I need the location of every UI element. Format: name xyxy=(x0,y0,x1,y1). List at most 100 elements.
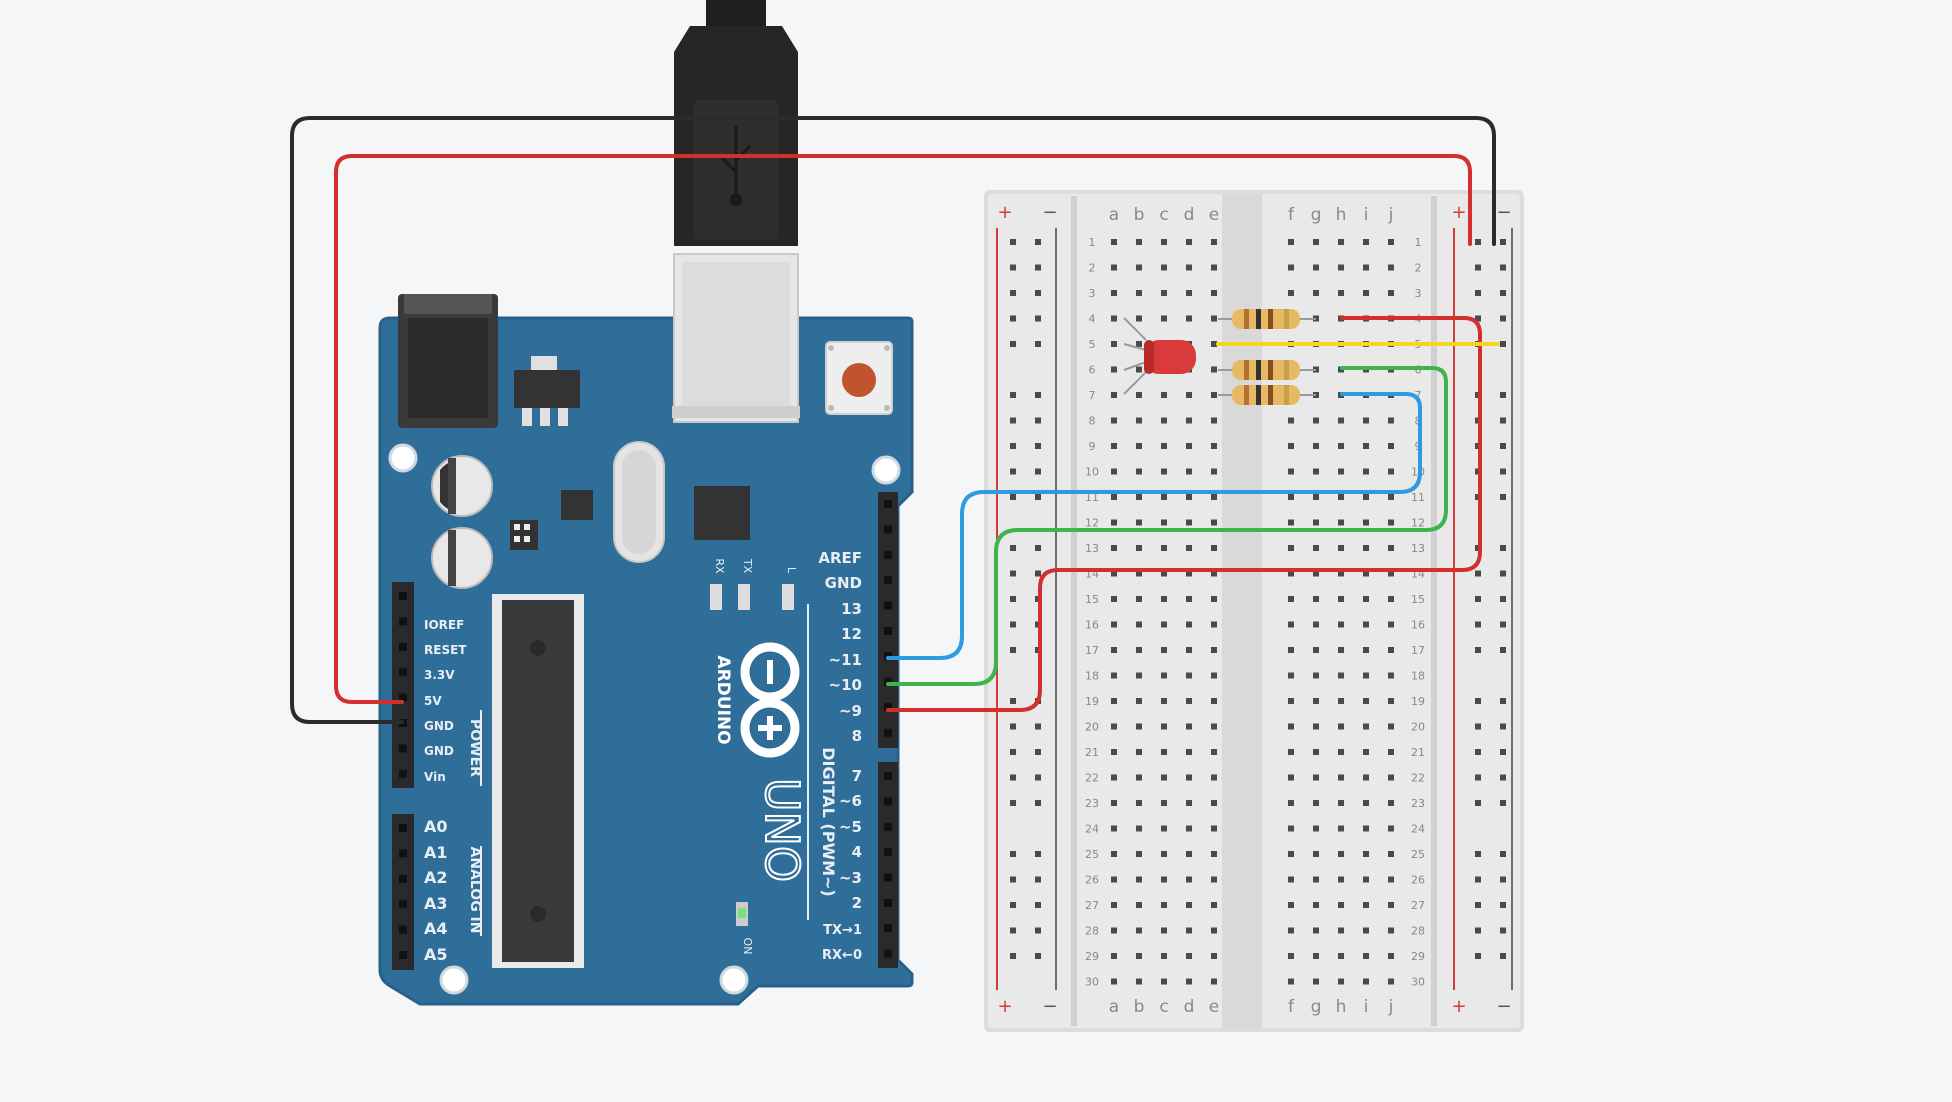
header-pin[interactable] xyxy=(399,744,407,753)
breadboard-hole[interactable] xyxy=(1338,494,1344,500)
breadboard-hole[interactable] xyxy=(1136,596,1142,602)
breadboard-hole[interactable] xyxy=(1211,417,1217,424)
rail-hole[interactable] xyxy=(1010,723,1016,730)
breadboard-hole[interactable] xyxy=(1388,698,1394,704)
breadboard-hole[interactable] xyxy=(1186,315,1192,322)
breadboard-hole[interactable] xyxy=(1211,366,1217,373)
breadboard-hole[interactable] xyxy=(1313,647,1319,653)
breadboard-hole[interactable] xyxy=(1136,902,1142,908)
breadboard-hole[interactable] xyxy=(1363,519,1369,526)
breadboard-hole[interactable] xyxy=(1186,902,1192,908)
breadboard-hole[interactable] xyxy=(1338,443,1344,449)
rail-hole[interactable] xyxy=(1010,596,1016,602)
rail-hole[interactable] xyxy=(1010,876,1016,883)
breadboard-hole[interactable] xyxy=(1363,443,1369,449)
breadboard-hole[interactable] xyxy=(1136,621,1142,628)
breadboard-hole[interactable] xyxy=(1313,825,1319,832)
wire-pin10[interactable] xyxy=(886,366,1448,686)
breadboard-hole[interactable] xyxy=(1363,545,1369,551)
breadboard-hole[interactable] xyxy=(1363,774,1369,781)
breadboard-hole[interactable] xyxy=(1363,264,1369,271)
breadboard-hole[interactable] xyxy=(1313,570,1319,577)
breadboard-hole[interactable] xyxy=(1288,264,1294,271)
breadboard-hole[interactable] xyxy=(1313,774,1319,781)
breadboard-hole[interactable] xyxy=(1388,417,1394,424)
resistor-1[interactable] xyxy=(1218,309,1316,329)
header-pin[interactable] xyxy=(884,873,892,882)
breadboard-hole[interactable] xyxy=(1161,927,1167,934)
breadboard-hole[interactable] xyxy=(1111,774,1117,781)
rail-hole[interactable] xyxy=(1010,392,1016,398)
breadboard-hole[interactable] xyxy=(1161,545,1167,551)
breadboard-hole[interactable] xyxy=(1338,621,1344,628)
breadboard-hole[interactable] xyxy=(1111,290,1117,296)
rail-hole[interactable] xyxy=(1010,621,1016,628)
breadboard-hole[interactable] xyxy=(1161,468,1167,475)
header-pin[interactable] xyxy=(884,576,892,585)
breadboard-hole[interactable] xyxy=(1161,596,1167,602)
breadboard-hole[interactable] xyxy=(1338,698,1344,704)
header-pin[interactable] xyxy=(884,500,892,508)
header-pin[interactable] xyxy=(884,703,892,712)
breadboard-hole[interactable] xyxy=(1313,494,1319,500)
rail-hole[interactable] xyxy=(1010,698,1016,704)
breadboard-hole[interactable] xyxy=(1111,647,1117,653)
breadboard-hole[interactable] xyxy=(1313,953,1319,959)
breadboard-hole[interactable] xyxy=(1363,851,1369,857)
breadboard-hole[interactable] xyxy=(1313,800,1319,806)
rail-hole[interactable] xyxy=(1500,545,1506,551)
header-pin[interactable] xyxy=(884,627,892,635)
breadboard-hole[interactable] xyxy=(1313,519,1319,526)
rail-hole[interactable] xyxy=(1500,723,1506,730)
header-pin[interactable] xyxy=(399,769,407,778)
rail-hole[interactable] xyxy=(1035,494,1041,500)
breadboard-hole[interactable] xyxy=(1186,698,1192,704)
breadboard-hole[interactable] xyxy=(1313,290,1319,296)
rail-hole[interactable] xyxy=(1500,749,1506,755)
breadboard-hole[interactable] xyxy=(1136,927,1142,934)
wire-pin11[interactable] xyxy=(886,392,1422,660)
header-pin[interactable] xyxy=(399,874,407,883)
breadboard-hole[interactable] xyxy=(1388,800,1394,806)
breadboard-hole[interactable] xyxy=(1288,545,1294,551)
breadboard-hole[interactable] xyxy=(1136,315,1142,322)
rail-hole[interactable] xyxy=(1035,468,1041,475)
breadboard-hole[interactable] xyxy=(1388,953,1394,959)
breadboard-hole[interactable] xyxy=(1388,825,1394,832)
breadboard-hole[interactable] xyxy=(1363,953,1369,959)
digital-header-bottom[interactable] xyxy=(878,762,898,968)
breadboard-hole[interactable] xyxy=(1161,698,1167,704)
breadboard-hole[interactable] xyxy=(1211,545,1217,551)
header-pin[interactable] xyxy=(399,668,407,677)
breadboard-hole[interactable] xyxy=(1313,621,1319,628)
breadboard-hole[interactable] xyxy=(1363,825,1369,832)
breadboard-hole[interactable] xyxy=(1313,876,1319,883)
breadboard-hole[interactable] xyxy=(1288,978,1294,985)
rail-hole[interactable] xyxy=(1500,774,1506,781)
breadboard-hole[interactable] xyxy=(1388,545,1394,551)
breadboard-hole[interactable] xyxy=(1388,749,1394,755)
breadboard-hole[interactable] xyxy=(1288,953,1294,959)
breadboard-hole[interactable] xyxy=(1388,723,1394,730)
rail-hole[interactable] xyxy=(1010,851,1016,857)
breadboard-hole[interactable] xyxy=(1363,417,1369,424)
breadboard-hole[interactable] xyxy=(1388,978,1394,985)
breadboard-hole[interactable] xyxy=(1388,264,1394,271)
breadboard-hole[interactable] xyxy=(1111,876,1117,883)
breadboard-hole[interactable] xyxy=(1363,876,1369,883)
header-pin[interactable] xyxy=(399,642,407,651)
breadboard-hole[interactable] xyxy=(1388,621,1394,628)
breadboard-hole[interactable] xyxy=(1211,290,1217,296)
breadboard-hole[interactable] xyxy=(1111,494,1117,500)
breadboard-hole[interactable] xyxy=(1288,417,1294,424)
breadboard-hole[interactable] xyxy=(1211,264,1217,271)
breadboard-hole[interactable] xyxy=(1388,851,1394,857)
breadboard-hole[interactable] xyxy=(1363,749,1369,755)
breadboard-hole[interactable] xyxy=(1338,978,1344,985)
rail-hole[interactable] xyxy=(1500,570,1506,577)
rail-hole[interactable] xyxy=(1500,468,1506,475)
breadboard-hole[interactable] xyxy=(1111,468,1117,475)
breadboard-hole[interactable] xyxy=(1338,596,1344,602)
breadboard-hole[interactable] xyxy=(1338,825,1344,832)
rail-hole[interactable] xyxy=(1500,596,1506,602)
